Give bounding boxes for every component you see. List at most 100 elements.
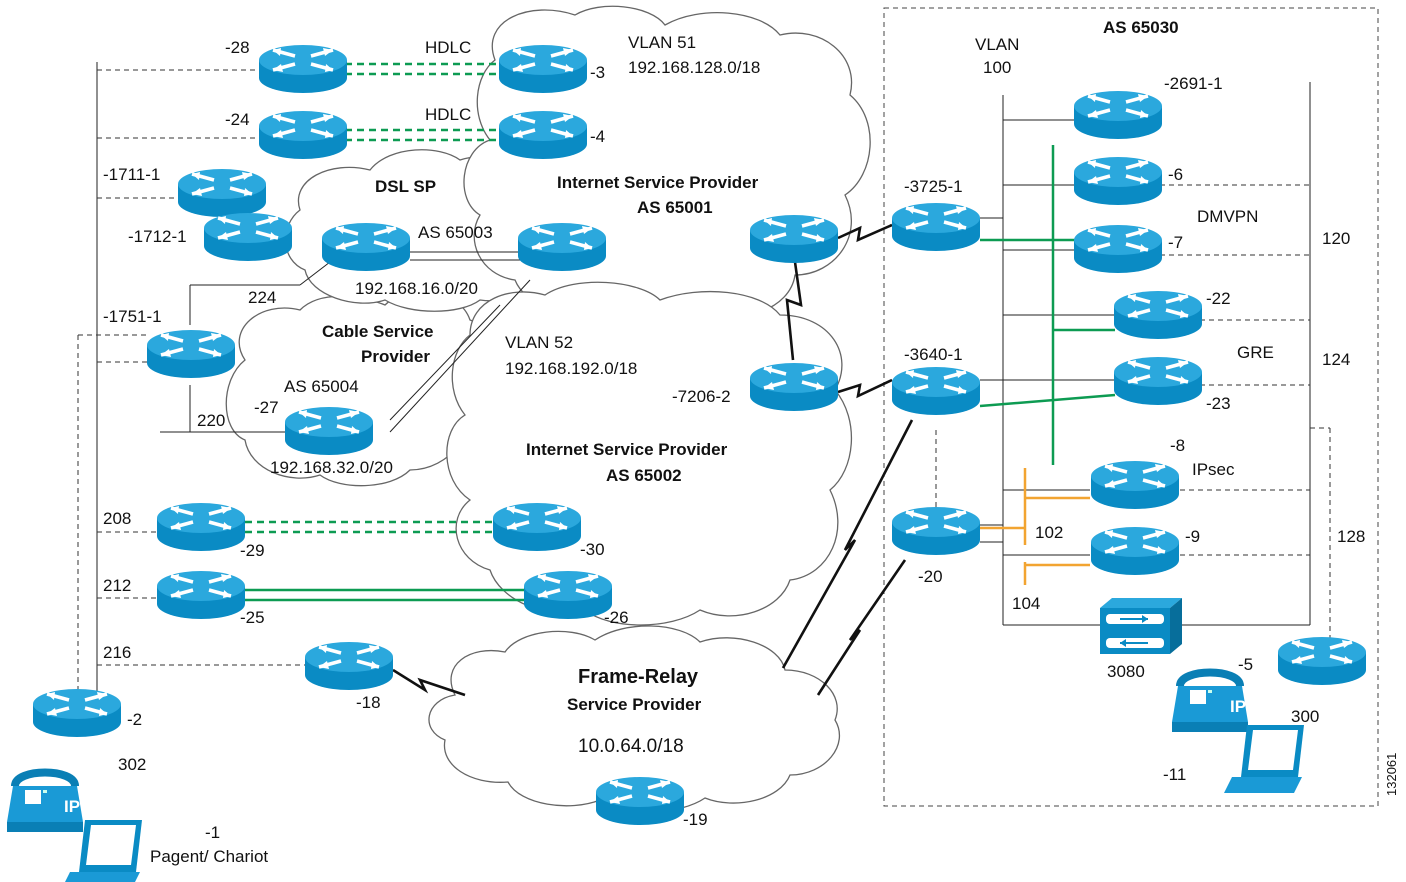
label-r28: -28 [225,38,250,57]
router-icon [1072,155,1164,207]
router-23[interactable] [1112,355,1204,407]
isp2-name: Internet Service Provider [526,440,728,459]
router-7206[interactable] [748,361,840,413]
router-icon [497,109,589,161]
label-pagent: Pagent/ Chariot [150,847,268,866]
isp1-vlan: VLAN 51 [628,33,696,52]
figure-id: 132061 [1384,753,1399,796]
router-20[interactable] [890,505,982,557]
label-r22: -22 [1206,289,1231,308]
router-icon [31,687,123,739]
router-icon [516,221,608,273]
fr-subnet: 10.0.64.0/18 [578,736,684,757]
vlan-208-label: 208 [103,509,131,528]
router-dsl-1[interactable] [320,221,412,273]
vlan100-label-2: 100 [983,58,1011,77]
router-18[interactable] [303,640,395,692]
fr-name-2: Service Provider [567,695,702,714]
ip-phone-left[interactable]: IP [7,773,83,833]
router-9[interactable] [1089,525,1181,577]
router-icon [1089,459,1181,511]
vpn-concentrator-3080[interactable] [1100,598,1182,654]
vlan-212-label: 212 [103,576,131,595]
label-r3725: -3725-1 [904,177,963,196]
router-19[interactable] [594,775,686,827]
label-r9: -9 [1185,527,1200,546]
label-r7206: -7206-2 [672,387,731,406]
as-65030-title: AS 65030 [1103,18,1179,37]
router-icon [155,501,247,553]
green-links-left [245,62,525,602]
router-300[interactable] [1276,635,1368,687]
label-r1712: -1712-1 [128,227,187,246]
router-27[interactable] [283,405,375,457]
label-r27: -27 [254,398,279,417]
router-30[interactable] [491,501,583,553]
router-1712[interactable] [202,211,294,263]
router-icon [890,201,982,253]
isp2-vlan: VLAN 52 [505,333,573,352]
router-25[interactable] [155,569,247,621]
router-6[interactable] [1072,155,1164,207]
left-links [77,62,531,700]
label-r26: -26 [604,608,629,627]
router-3640[interactable] [890,365,982,417]
label-r20: -20 [918,567,943,586]
vlan-224-label: 224 [248,288,276,307]
as-65030-boundary [883,7,1379,807]
vlan-216-label: 216 [103,643,131,662]
label-r300: 300 [1291,707,1319,726]
router-22[interactable] [1112,289,1204,341]
dmvpn-label: DMVPN [1197,207,1258,226]
label-r3640: -3640-1 [904,345,963,364]
isp1-as: AS 65001 [637,198,713,217]
label-r2691: -2691-1 [1164,74,1223,93]
router-3[interactable] [497,43,589,95]
isp1-name: Internet Service Provider [557,173,759,192]
router-icon [594,775,686,827]
fr-name-1: Frame-Relay [578,666,699,688]
router-26[interactable] [522,569,614,621]
router-1751[interactable] [145,328,237,380]
router-3725[interactable] [890,201,982,253]
ipsec-label: IPsec [1192,460,1235,479]
router-isp1-edge[interactable] [748,213,840,265]
label-r7: -7 [1168,233,1183,252]
router-icon [257,109,349,161]
router-icon [283,405,375,457]
router-icon [145,328,237,380]
router-7[interactable] [1072,223,1164,275]
router-icon [491,501,583,553]
router-1711[interactable] [176,167,268,219]
dsl-name: DSL SP [375,177,436,196]
router-29[interactable] [155,501,247,553]
router-2[interactable] [31,687,123,739]
gre-label: GRE [1237,343,1274,362]
label-r30: -30 [580,540,605,559]
label-r1711: -1711-1 [103,165,160,184]
label-r8: -8 [1170,436,1185,455]
router-4[interactable] [497,109,589,161]
router-icon [1072,223,1164,275]
router-dsl-2[interactable] [516,221,608,273]
router-2691[interactable] [1072,89,1164,141]
dsl-as: AS 65003 [418,223,493,242]
vlan-302-label: 302 [118,755,146,774]
isp2-as: AS 65002 [606,466,682,485]
router-icon [1112,355,1204,407]
router-24[interactable] [257,109,349,161]
router-icon [890,505,982,557]
router-28[interactable] [257,43,349,95]
laptop-icon [1224,725,1304,793]
router-icon [257,43,349,95]
router-icon [522,569,614,621]
laptop-right[interactable] [1224,725,1304,793]
label-r3080: 3080 [1107,662,1145,681]
label-r5: -5 [1238,655,1253,674]
label-r18: -18 [356,693,381,712]
ip-phone-right[interactable]: IP [1172,673,1248,733]
router-icon [748,361,840,413]
cable-name-2: Provider [361,347,430,366]
router-8[interactable] [1089,459,1181,511]
